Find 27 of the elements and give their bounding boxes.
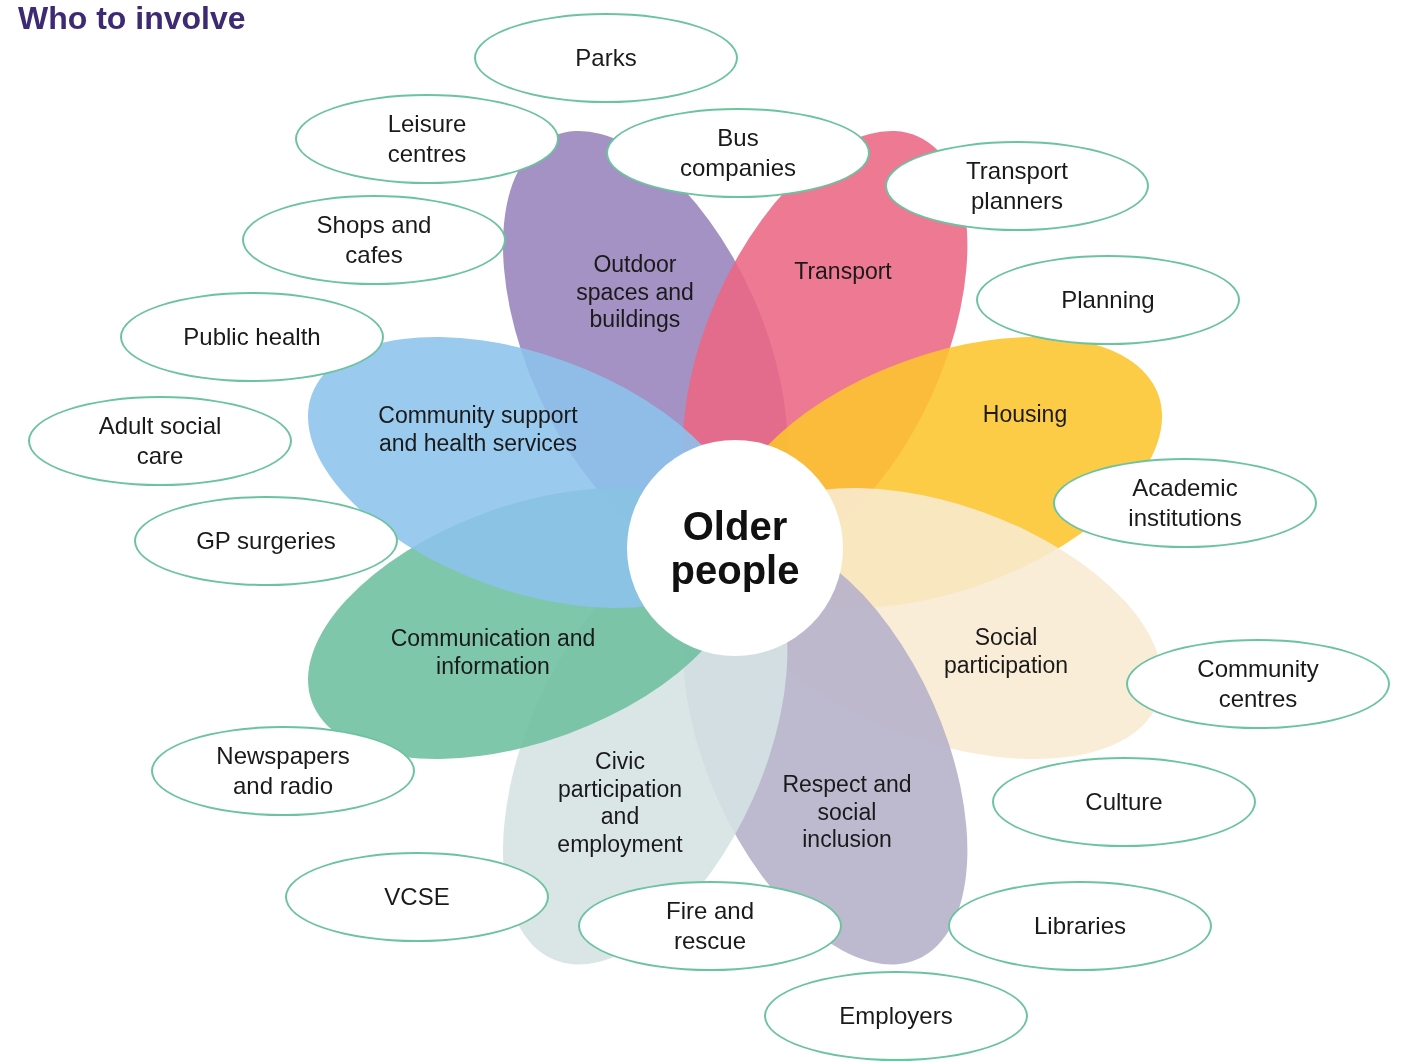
oval-label: Bus companies [678,123,798,183]
oval-label: Fire and rescue [664,896,755,956]
petal-label: Housing [981,401,1069,429]
oval-label: Leisure centres [386,109,468,169]
petal-label: Social participation [942,624,1069,680]
oval-label: GP surgeries [196,526,336,556]
oval-label: Employers [839,1001,953,1031]
petal-label: Respect and social inclusion [781,770,913,854]
petal-label: Civic participation and employment [556,747,684,859]
oval-label: Public health [183,322,321,352]
oval-label: Community centres [1196,654,1320,714]
oval-label: Planning [1061,285,1155,315]
petal-label: Community support and health services [378,402,578,458]
oval-label: Transport planners [965,156,1069,216]
petal-label: Communication and information [389,625,597,681]
oval-label: VCSE [384,882,450,912]
oval-label: Newspapers and radio [215,741,351,801]
oval-label: Parks [575,43,637,73]
oval-label: Libraries [1033,911,1126,941]
oval-label: Culture [1085,787,1163,817]
center-label: Older people [669,504,801,592]
petal-label: Transport [793,258,893,286]
title: Who to involve [18,0,246,37]
oval-label: Shops and cafes [315,210,433,270]
oval-label: Academic institutions [1127,473,1243,533]
petal-label: Outdoor spaces and buildings [575,250,695,334]
oval-label: Adult social care [97,411,223,471]
